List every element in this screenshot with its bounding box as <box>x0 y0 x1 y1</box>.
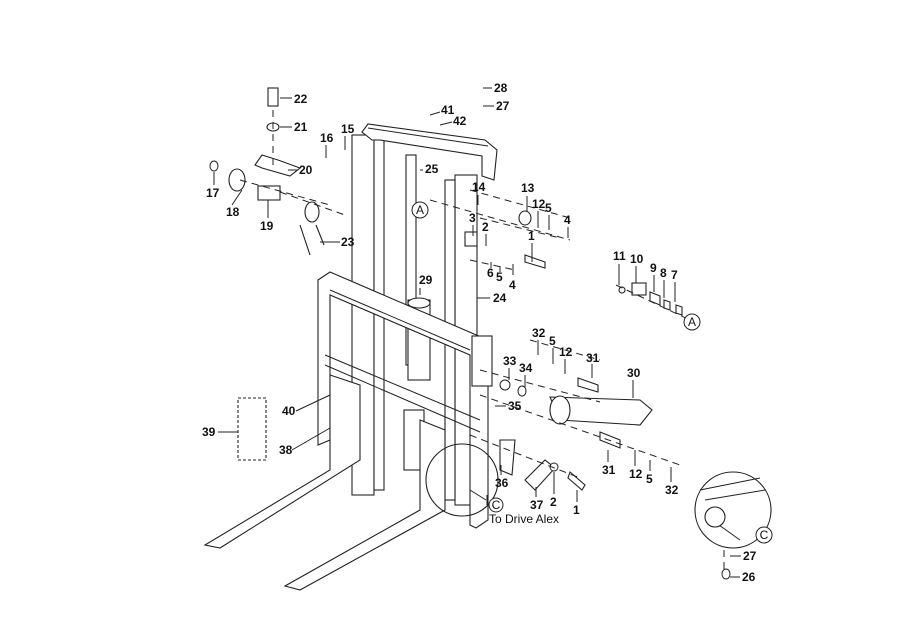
callout-8: 8 <box>660 266 667 280</box>
small-parts <box>209 87 731 580</box>
leader-lines <box>213 87 741 578</box>
callout-18: 18 <box>226 205 240 219</box>
callout-6: 6 <box>487 266 494 280</box>
ref-a-bracket: A <box>688 315 696 329</box>
callout-19: 19 <box>260 219 274 233</box>
callout-5: 5 <box>545 201 552 215</box>
callout-26: 26 <box>742 570 756 584</box>
callout-14: 14 <box>472 180 486 194</box>
callout-2b: 2 <box>550 495 557 509</box>
ref-a-mast: A <box>416 203 424 217</box>
callout-21: 21 <box>294 120 308 134</box>
callout-25: 25 <box>425 162 439 176</box>
callout-23: 23 <box>341 235 355 249</box>
callout-5c: 5 <box>549 334 556 348</box>
ref-c-inset: C <box>760 528 769 542</box>
callout-36: 36 <box>495 476 509 490</box>
callout-35: 35 <box>508 399 522 413</box>
callout-15: 15 <box>341 122 355 136</box>
callout-1: 1 <box>528 229 535 243</box>
callout-22: 22 <box>294 92 308 106</box>
callout-12b: 12 <box>629 467 643 481</box>
callout-41: 41 <box>441 103 455 117</box>
detail-c-inset <box>425 443 772 549</box>
callout-2: 2 <box>482 220 489 234</box>
callout-30: 30 <box>627 366 641 380</box>
callout-39: 39 <box>202 425 216 439</box>
callout-32: 32 <box>532 326 546 340</box>
callout-12c: 12 <box>559 345 573 359</box>
ref-c-carriage: C <box>492 498 501 512</box>
callout-7: 7 <box>671 268 678 282</box>
callout-3: 3 <box>469 211 476 225</box>
callout-28: 28 <box>494 81 508 95</box>
callout-31b: 31 <box>602 463 616 477</box>
callout-12: 12 <box>532 197 546 211</box>
callout-10: 10 <box>630 252 644 266</box>
callout-1b: 1 <box>573 503 580 517</box>
callout-16: 16 <box>320 131 334 145</box>
callout-17: 17 <box>206 186 220 200</box>
drive-axle-note: To Drive Alex <box>489 512 559 526</box>
callout-42: 42 <box>453 114 467 128</box>
callout-32b: 32 <box>665 483 679 497</box>
assembly-lines <box>239 110 725 570</box>
callout-27b: 27 <box>743 549 757 563</box>
callout-29: 29 <box>419 273 433 287</box>
callout-11: 11 <box>613 249 626 263</box>
callout-4: 4 <box>564 213 571 227</box>
callout-24: 24 <box>493 291 507 305</box>
callout-33: 33 <box>503 354 517 368</box>
callout-20: 20 <box>299 163 313 177</box>
callout-37: 37 <box>530 498 544 512</box>
callout-40: 40 <box>282 404 296 418</box>
callout-5b: 5 <box>496 270 503 284</box>
callout-4b: 4 <box>509 278 516 292</box>
forks <box>203 374 446 591</box>
callout-9: 9 <box>650 261 657 275</box>
callout-13: 13 <box>521 181 535 195</box>
carriage <box>317 271 493 529</box>
callout-31: 31 <box>586 351 600 365</box>
callout-34: 34 <box>519 361 533 375</box>
callout-27: 27 <box>496 99 510 113</box>
callout-5d: 5 <box>646 472 653 486</box>
callout-38: 38 <box>279 443 293 457</box>
